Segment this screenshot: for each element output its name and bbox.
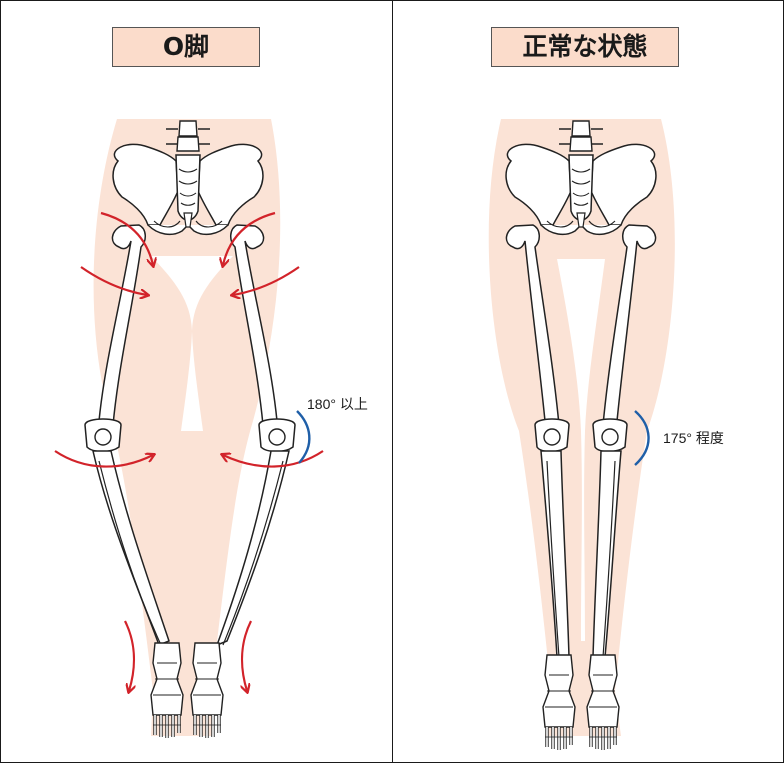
angle-arc-right	[634, 410, 650, 466]
left-knee-r	[84, 418, 122, 453]
left-knee-l	[258, 418, 296, 453]
angle-arc-left	[296, 410, 311, 464]
title-normal: 正常な状態	[491, 27, 679, 67]
angle-label-right: 175° 程度	[663, 430, 724, 446]
right-panel-art: 175° 程度	[488, 119, 724, 752]
left-femur-l	[230, 224, 278, 426]
angle-label-left: 180° 以上	[307, 396, 368, 412]
panel-divider	[392, 1, 393, 762]
left-femur-r	[98, 224, 146, 426]
red-arrows-left-panel	[54, 211, 324, 691]
title-bowlegs: O脚	[112, 27, 260, 67]
left-panel-art: 180° 以上	[54, 119, 368, 740]
